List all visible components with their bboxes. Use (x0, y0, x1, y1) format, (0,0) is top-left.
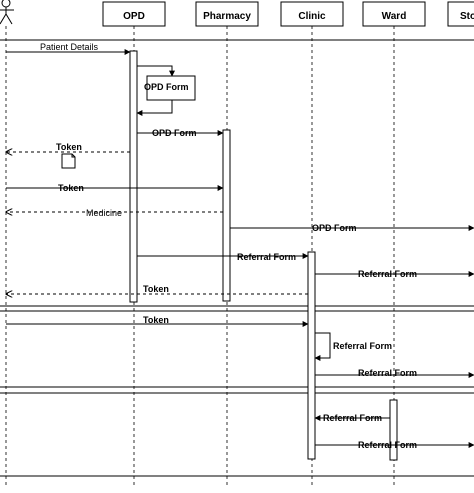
msg-label: Token (143, 284, 169, 294)
activation-clinic (307, 251, 316, 460)
participant-label: Clinic (298, 11, 326, 22)
msg-label: Token (56, 142, 82, 152)
msg-label: OPD Form (144, 82, 189, 92)
msg-label: Medicine (86, 208, 122, 218)
msg-label: Token (58, 183, 84, 193)
activation-pharmacy (222, 129, 231, 302)
participant-store: Sto (447, 1, 474, 27)
participant-ward: Ward (362, 1, 426, 27)
msg-label: Patient Details (40, 42, 99, 52)
msg-label: Token (143, 315, 169, 325)
participant-opd: OPD (102, 1, 166, 27)
participant-label: OPD (123, 11, 145, 22)
self-call-clinic (314, 332, 331, 361)
msg-label: OPD Form (312, 223, 357, 233)
participant-label: Sto (460, 11, 474, 22)
participant-clinic: Clinic (280, 1, 344, 27)
actor-icon (0, 0, 14, 25)
msg-label: Referral Form (333, 341, 392, 351)
activation-ward (389, 399, 398, 461)
message-labels: Patient Details OPD Form OPD Form Token … (40, 42, 417, 450)
activation-opd (129, 50, 138, 303)
fragment-separators (0, 39, 474, 477)
participant-label: Pharmacy (203, 11, 251, 22)
msg-label: Referral Form (237, 252, 296, 262)
msg-label: Referral Form (323, 413, 382, 423)
message-arrows (6, 49, 474, 448)
participant-label: Ward (382, 11, 407, 22)
msg-label: Referral Form (358, 368, 417, 378)
activation-bars (129, 50, 398, 461)
msg-label: OPD Form (152, 128, 197, 138)
self-call-opd (136, 65, 196, 116)
note-icon (61, 153, 76, 169)
msg-label: Referral Form (358, 269, 417, 279)
participant-pharmacy: Pharmacy (195, 1, 259, 27)
msg-label: Referral Form (358, 440, 417, 450)
